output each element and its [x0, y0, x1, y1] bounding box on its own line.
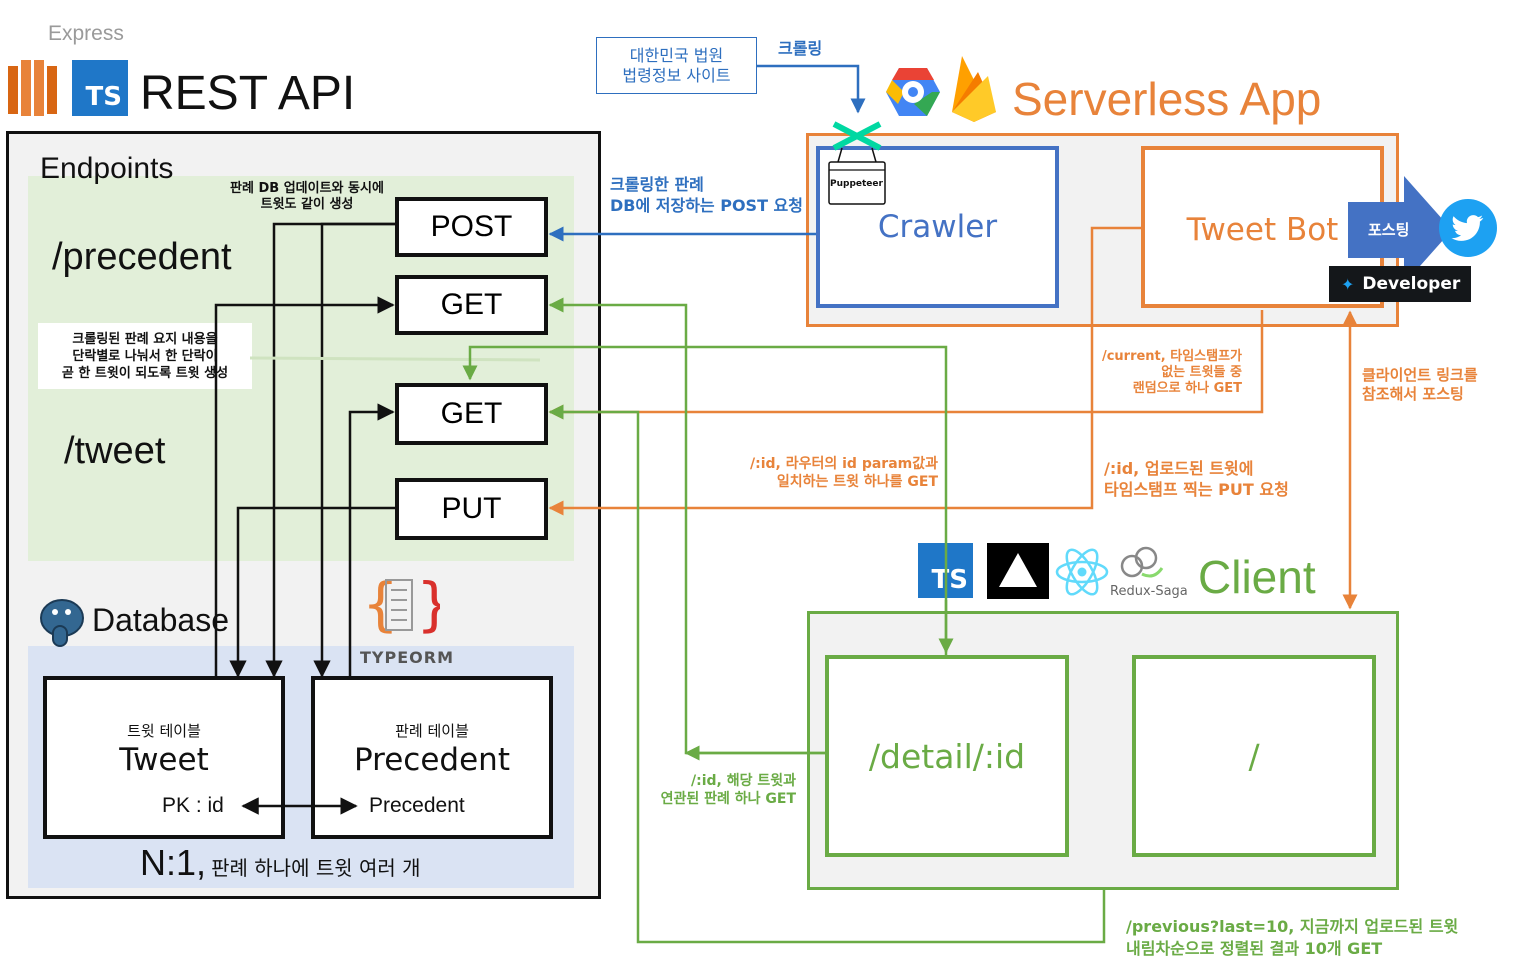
database-label: Database [92, 602, 229, 638]
tweet-put-endpoint[interactable]: PUT [395, 478, 548, 540]
precedent-table-name: Precedent [354, 742, 510, 778]
express-label: Express [48, 22, 124, 45]
typescript-icon: TS [72, 60, 128, 116]
twitter-bird-icon: ✦ [1341, 274, 1355, 294]
serverless-title: Serverless App [1012, 73, 1322, 125]
typeorm-label: TYPEORM [360, 648, 454, 667]
twitter-developer-badge: ✦ Developer [1329, 266, 1471, 302]
aws-icon [6, 56, 64, 120]
rest-api-title: REST API [140, 67, 356, 120]
relation-cardinality: N:1, 판례 하나에 트윗 여러 개 [140, 842, 421, 884]
put-request-note: /:id, 업로드된 트윗에 타임스탬프 찍는 PUT 요청 [1104, 459, 1289, 499]
react-icon [1054, 544, 1110, 600]
client-link-note: 클라이언트 링크를 참조해서 포스팅 [1362, 366, 1478, 403]
crawl-label: 크롤링 [778, 39, 823, 58]
precedent-route: /precedent [52, 236, 232, 278]
redux-saga-label: Redux-Saga [1110, 584, 1188, 599]
id-get-note: /:id, 라우터의 id param값과 일치하는 트윗 하나를 GET [750, 456, 938, 490]
puppeteer-label: Puppeteer [830, 179, 883, 189]
tweet-get-endpoint[interactable]: GET [395, 383, 548, 445]
tweet-route: /tweet [64, 430, 166, 472]
posting-label: 포스팅 [1368, 221, 1410, 239]
tweet-table-caption: 트윗 테이블 [127, 722, 201, 740]
relation-text: 판례 하나에 트윗 여러 개 [211, 856, 421, 880]
tweet-table-field: PK : id [162, 794, 224, 817]
postgresql-icon [36, 596, 88, 650]
precedent-post-endpoint[interactable]: POST [395, 197, 548, 257]
puppeteer-icon [826, 118, 888, 206]
redux-saga-icon [1116, 544, 1166, 584]
precedent-table-field: Precedent [369, 794, 465, 817]
google-cloud-icon [884, 64, 942, 120]
svg-text:{: { [362, 570, 399, 638]
precedent-get-endpoint[interactable]: GET [395, 275, 548, 335]
post-create-note: 판례 DB 업데이트와 동시에 트윗도 같이 생성 [230, 181, 384, 212]
nextjs-icon [987, 543, 1049, 599]
current-get-note: /current, 타임스탬프가 없는 트윗들 중 랜덤으로 하나 GET [1101, 349, 1242, 396]
tweet-bot-box: Tweet Bot [1141, 146, 1384, 308]
detail-page-box: /detail/:id [825, 655, 1069, 857]
court-site-box: 대한민국 법원 법령정보 사이트 [596, 37, 757, 94]
twitter-icon [1438, 198, 1498, 258]
root-page-box: / [1132, 655, 1376, 857]
detail-get-note: /:id, 해당 트윗과 연관된 판례 하나 GET [660, 773, 796, 807]
client-title: Client [1198, 551, 1316, 603]
firebase-icon [948, 54, 1000, 124]
post-request-note: 크롤링한 판례 DB에 저장하는 POST 요청 [610, 175, 803, 215]
endpoints-label: Endpoints [40, 152, 174, 185]
precedent-table-caption: 판례 테이블 [395, 722, 469, 740]
posting-arrow [1346, 174, 1456, 286]
tweet-table-name: Tweet [119, 742, 209, 778]
previous-get-note: /previous?last=10, 지금까지 업로드된 트윗 내림차순으로 정… [1126, 917, 1459, 958]
relation-big: N:1, [140, 842, 207, 883]
